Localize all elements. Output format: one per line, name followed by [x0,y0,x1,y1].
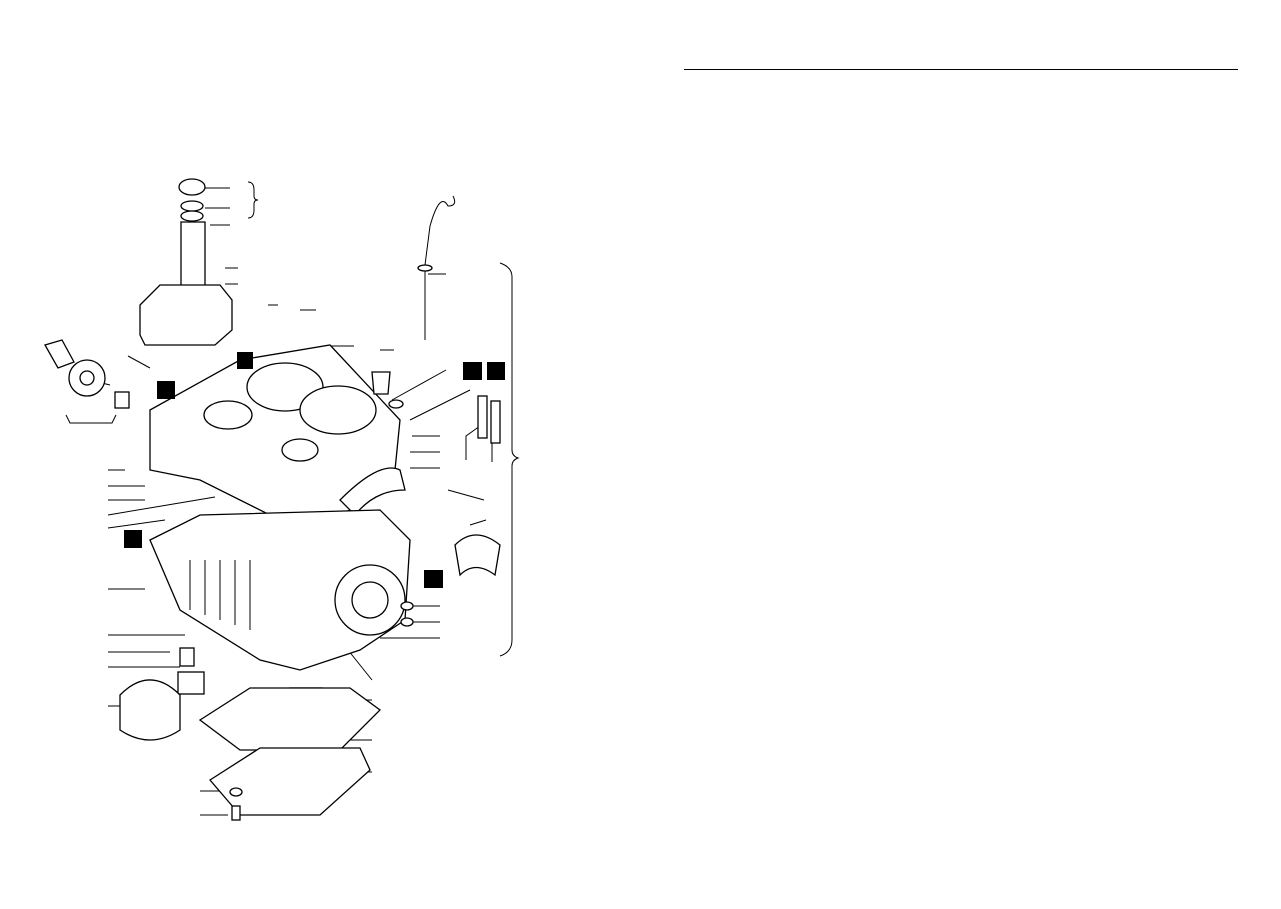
callout-markers [124,352,505,588]
oil-sump [149,509,411,671]
small-parts [44,339,501,821]
callout-marker [487,362,505,380]
crankcase-block [149,344,406,531]
header-rule [684,69,1238,70]
callout-marker [237,352,253,369]
callout-marker [157,381,175,399]
callout-marker [424,570,443,588]
dipstick [417,195,456,340]
callout-marker [463,362,482,380]
oil-filler-tube [139,178,233,346]
callout-marker [124,530,142,548]
